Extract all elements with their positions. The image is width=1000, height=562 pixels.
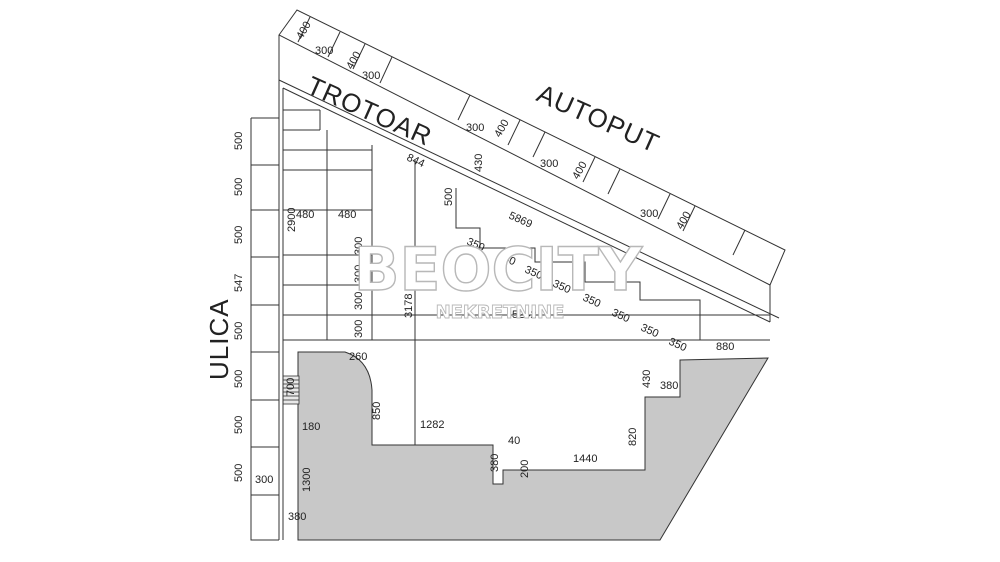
svg-text:300: 300 <box>640 208 658 220</box>
svg-text:2900: 2900 <box>286 208 298 232</box>
svg-text:400: 400 <box>492 118 512 140</box>
svg-text:5869: 5869 <box>507 210 534 231</box>
svg-text:700: 700 <box>285 378 297 396</box>
svg-text:480: 480 <box>296 209 314 221</box>
svg-text:300: 300 <box>353 292 365 310</box>
watermark-brand: BEOCITY <box>354 235 644 305</box>
svg-text:500: 500 <box>233 464 245 482</box>
inner-grid-dimensions: 480 480 2900 300 300 300 300 <box>286 208 365 338</box>
svg-text:500: 500 <box>233 416 245 434</box>
svg-text:480: 480 <box>338 209 356 221</box>
watermark-subtitle: NEKRETNINE <box>436 302 565 323</box>
svg-text:300: 300 <box>353 320 365 338</box>
ulica-label: ULICA <box>204 298 234 380</box>
svg-text:5242: 5242 <box>512 309 536 321</box>
svg-text:500: 500 <box>233 322 245 340</box>
svg-text:1440: 1440 <box>573 453 597 465</box>
misc-dimensions: 844 430 500 5869 3178 5242 880 260 700 8… <box>255 152 734 523</box>
svg-text:880: 880 <box>716 341 734 353</box>
svg-text:200: 200 <box>519 460 531 478</box>
svg-text:500: 500 <box>233 226 245 244</box>
svg-text:820: 820 <box>627 428 639 446</box>
outline-lines <box>250 9 786 541</box>
svg-text:380: 380 <box>489 454 501 472</box>
svg-text:300: 300 <box>353 237 365 255</box>
svg-text:400: 400 <box>674 210 694 232</box>
svg-text:547: 547 <box>233 274 245 292</box>
svg-text:844: 844 <box>405 152 427 170</box>
svg-text:300: 300 <box>353 265 365 283</box>
svg-text:500: 500 <box>443 188 455 206</box>
building-footprint <box>297 351 769 541</box>
svg-text:1300: 1300 <box>301 468 313 492</box>
svg-text:300: 300 <box>362 70 380 82</box>
svg-text:430: 430 <box>641 370 653 388</box>
svg-text:430: 430 <box>473 154 485 172</box>
svg-text:1282: 1282 <box>420 419 444 431</box>
svg-text:180: 180 <box>302 421 320 433</box>
svg-text:500: 500 <box>233 132 245 150</box>
svg-text:350: 350 <box>610 307 632 325</box>
svg-text:350: 350 <box>667 336 689 354</box>
svg-text:260: 260 <box>349 351 367 363</box>
svg-text:500: 500 <box>233 178 245 196</box>
autoput-label: AUTOPUT <box>533 78 665 159</box>
svg-text:850: 850 <box>371 402 383 420</box>
svg-text:3178: 3178 <box>403 294 415 318</box>
svg-text:300: 300 <box>315 45 333 57</box>
svg-text:380: 380 <box>660 380 678 392</box>
svg-text:40: 40 <box>508 435 520 447</box>
entry-stairs <box>282 375 300 405</box>
svg-text:500: 500 <box>233 370 245 388</box>
left-column-dimensions: 500 500 500 547 500 500 500 500 <box>233 132 245 482</box>
svg-text:300: 300 <box>466 122 484 134</box>
svg-text:380: 380 <box>288 511 306 523</box>
svg-text:400: 400 <box>294 20 314 42</box>
svg-text:400: 400 <box>570 160 590 182</box>
svg-text:300: 300 <box>255 474 273 486</box>
svg-text:300: 300 <box>540 158 558 170</box>
svg-text:350: 350 <box>639 322 661 340</box>
trotoar-label: TROTOAR <box>303 70 437 152</box>
